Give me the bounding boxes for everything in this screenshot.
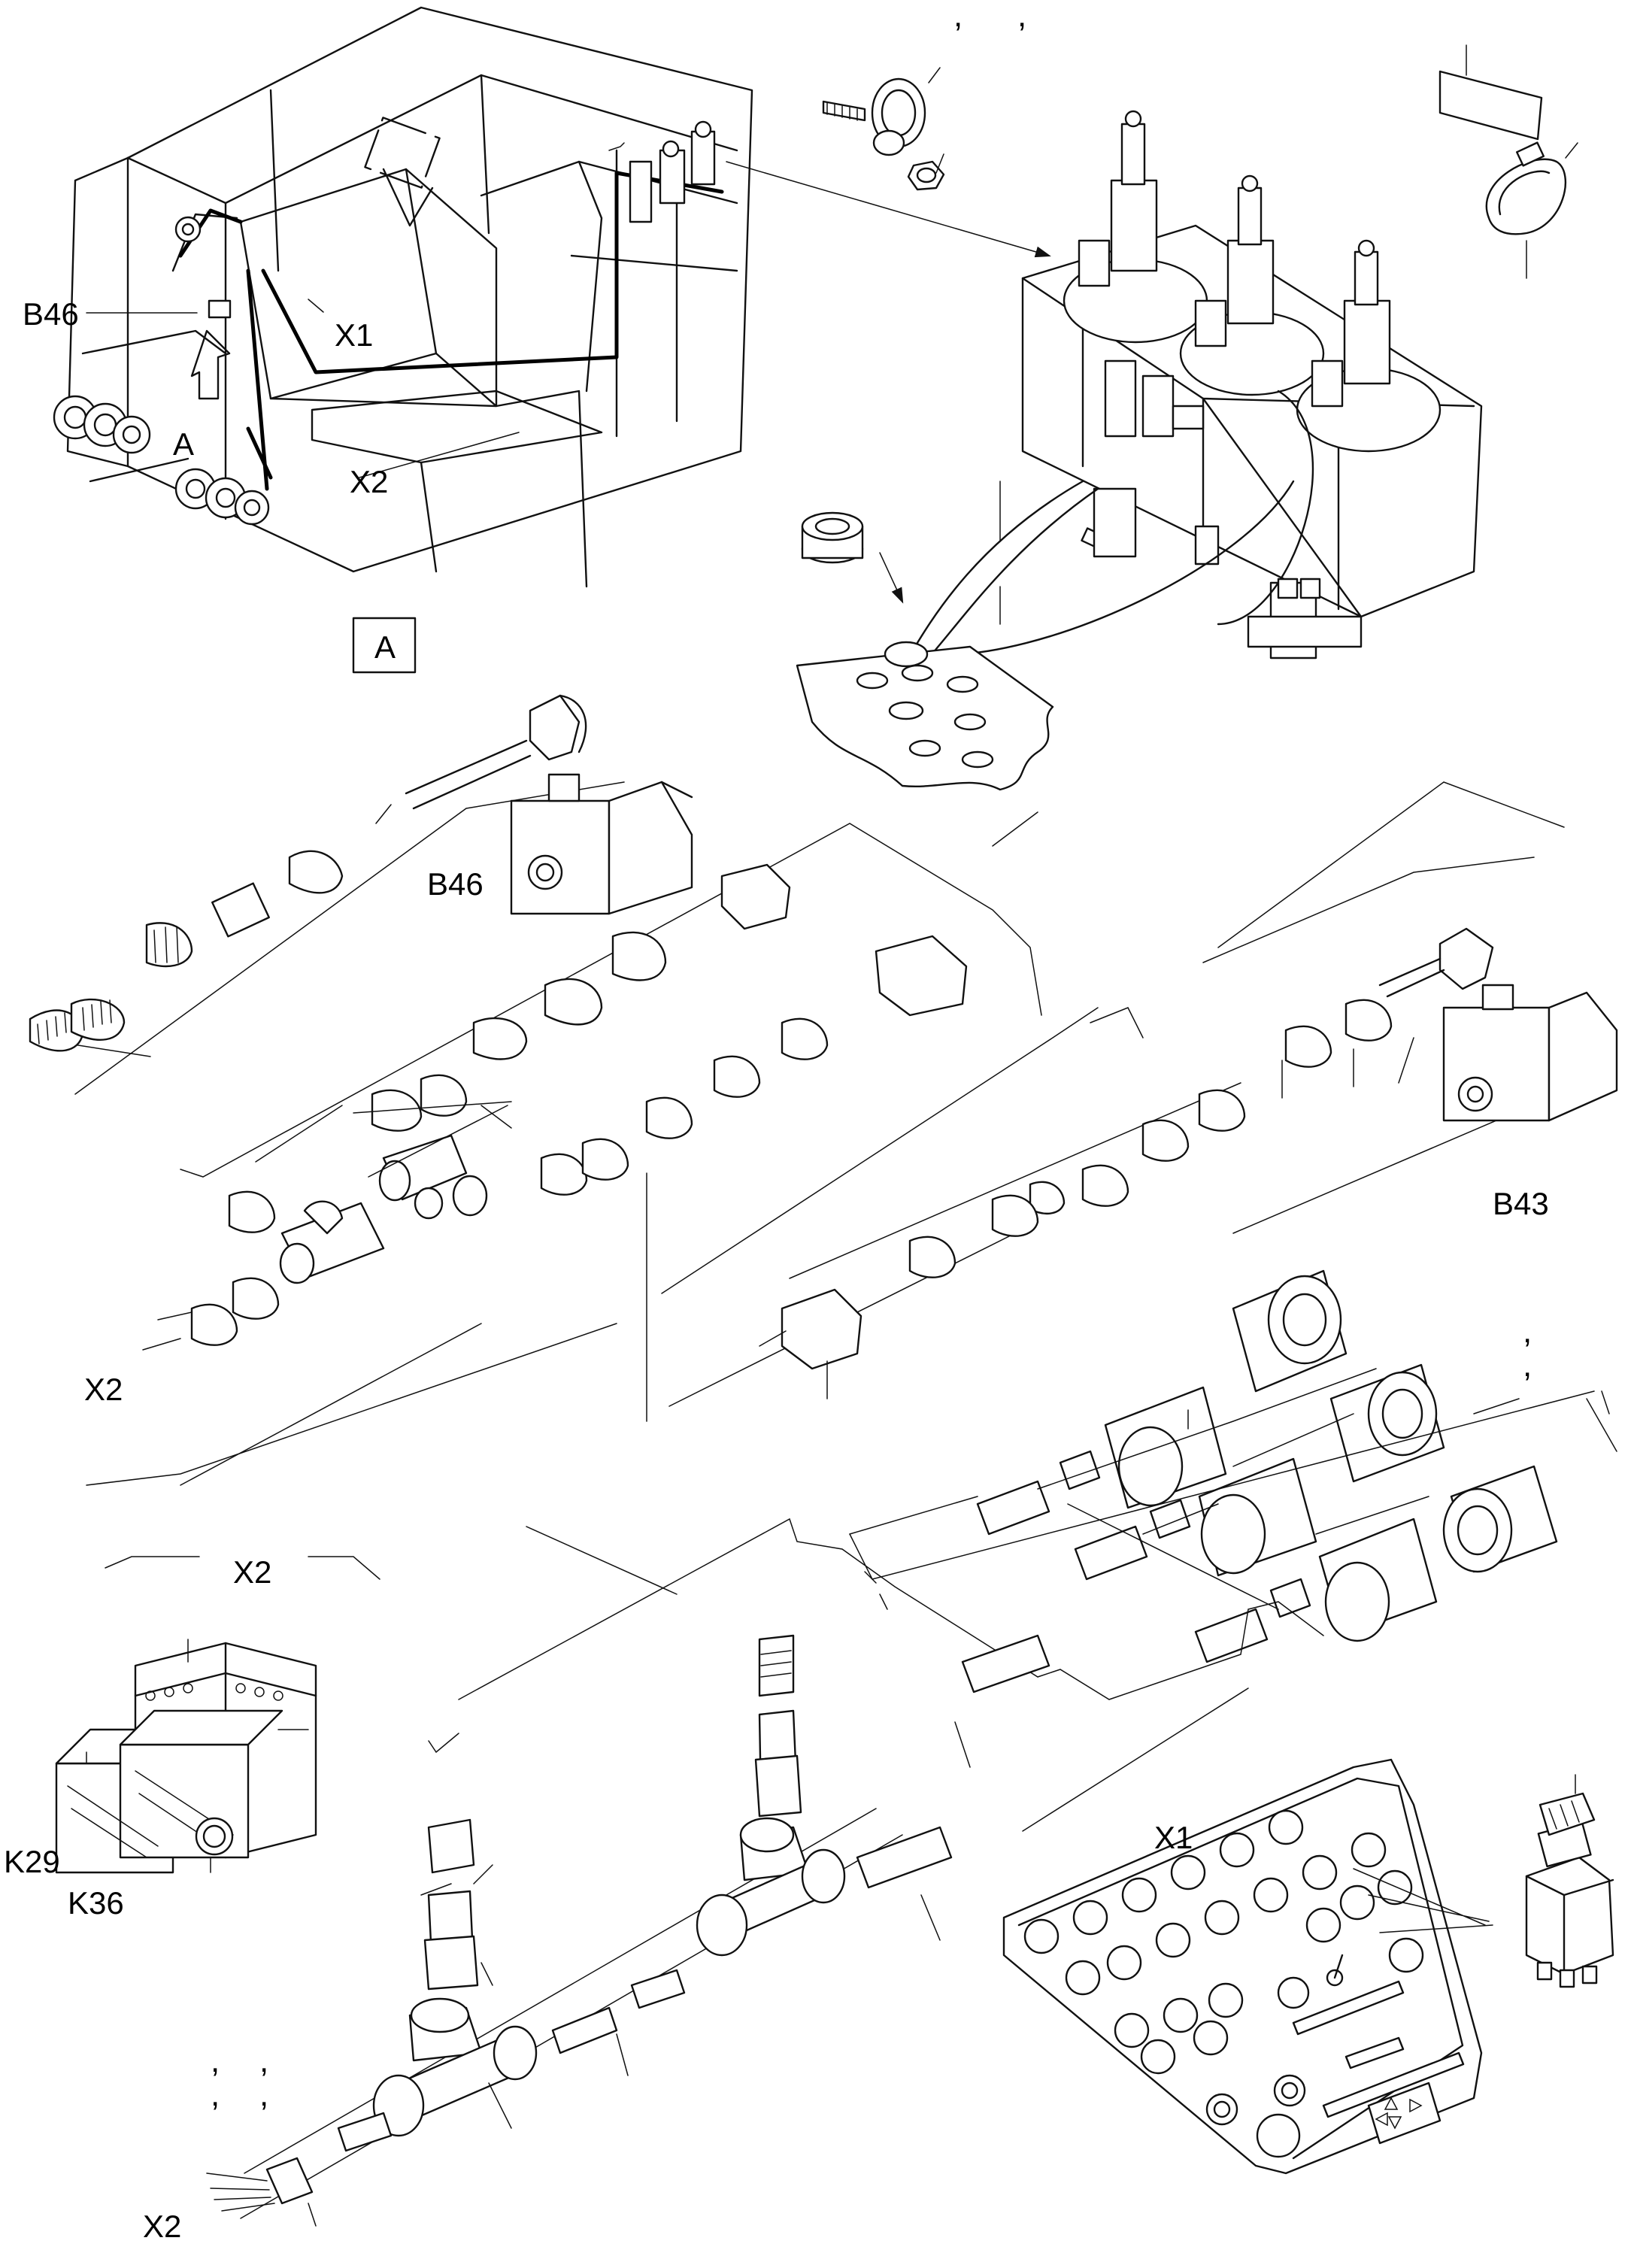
fitting-5 bbox=[1324, 1561, 1390, 1642]
machine-overview bbox=[53, 6, 1051, 588]
comma-mark-2: , bbox=[1017, 0, 1026, 34]
label-x2-bottom: X2 bbox=[143, 2209, 181, 2244]
elbow-connector bbox=[529, 694, 581, 761]
grommet-long-3 bbox=[1194, 1608, 1269, 1663]
x2-bottom-harness: , , , , bbox=[206, 1390, 1610, 2227]
sensor-b46-mid bbox=[510, 799, 611, 915]
fitting-2 bbox=[1117, 1426, 1184, 1507]
b43-harness bbox=[646, 781, 1618, 1422]
b46-harness bbox=[29, 694, 1099, 1486]
label-x2-header: X2 bbox=[233, 1554, 271, 1590]
label-b46-mid: B46 bbox=[427, 866, 484, 902]
fitting-3 bbox=[1200, 1493, 1266, 1575]
label-x1-top: X1 bbox=[335, 317, 373, 353]
grommet-and-floor-plate bbox=[796, 511, 1054, 791]
comma-mark-8: , bbox=[259, 2076, 268, 2113]
arrow-up bbox=[190, 329, 231, 400]
nut-connector bbox=[288, 850, 344, 894]
label-a-top: A bbox=[173, 426, 194, 462]
harness-path-2 bbox=[246, 268, 269, 491]
label-b43: B43 bbox=[1493, 1186, 1549, 1221]
cab-window-outline bbox=[364, 117, 441, 189]
bolt bbox=[822, 100, 866, 122]
label-k29: K29 bbox=[4, 1844, 60, 1879]
round-button-3 bbox=[1256, 2113, 1301, 2158]
grommet-long-1 bbox=[976, 1480, 1050, 1536]
comma-mark-6: , bbox=[259, 2042, 268, 2079]
label-view-a: A bbox=[374, 629, 396, 665]
vertical-spring-1 bbox=[758, 1634, 795, 1697]
label-b46-top: B46 bbox=[23, 296, 79, 332]
b43-elbow bbox=[1438, 927, 1494, 990]
harness-path-3 bbox=[261, 171, 724, 374]
label-k36: K36 bbox=[68, 1885, 124, 1921]
x1-switch-panel bbox=[1002, 1687, 1614, 2175]
straight-fitting bbox=[856, 1826, 953, 1889]
label-x1-panel: X1 bbox=[1154, 1820, 1193, 1855]
track-rollers-lower bbox=[174, 468, 270, 526]
seat-platform bbox=[311, 390, 603, 464]
connector-shell-2 bbox=[875, 935, 968, 1017]
b43-connector bbox=[781, 1288, 862, 1370]
relay-block bbox=[55, 1556, 380, 1874]
mounting-hardware: , , bbox=[822, 0, 1026, 191]
valve-foot-2 bbox=[1093, 487, 1137, 558]
direction-pad bbox=[1367, 2082, 1442, 2145]
seal-kit: , , bbox=[849, 1269, 1617, 1663]
label-x2-left: X2 bbox=[84, 1372, 123, 1407]
arrow-down bbox=[382, 168, 434, 227]
comma-mark-4: , bbox=[1523, 1347, 1532, 1384]
pilot-column-2 bbox=[1226, 239, 1275, 325]
pilot-valve-assembly bbox=[905, 110, 1483, 667]
pilot-column-3 bbox=[1343, 299, 1391, 385]
filter bbox=[1104, 359, 1137, 438]
label-x2-top: X2 bbox=[350, 464, 388, 499]
x2-plug bbox=[265, 2157, 314, 2205]
comma-mark-5: , bbox=[211, 2042, 220, 2079]
grommet-long-2 bbox=[1074, 1525, 1148, 1581]
comma-mark-3: , bbox=[1523, 1313, 1532, 1350]
cable-tie bbox=[1438, 44, 1578, 279]
track-rollers-upper bbox=[53, 395, 151, 454]
pilot-column-1 bbox=[1110, 179, 1158, 272]
view-a-box bbox=[352, 617, 417, 674]
b46-sensor-small bbox=[208, 299, 232, 319]
connector-shell-1 bbox=[720, 863, 791, 930]
comma-mark-7: , bbox=[211, 2076, 220, 2113]
vertical-spring-2 bbox=[427, 1818, 475, 1874]
rocker-switches bbox=[1023, 1809, 1424, 2075]
detached-switch-body bbox=[1525, 1856, 1614, 1975]
comma-mark-1: , bbox=[953, 0, 963, 34]
sensor-b43 bbox=[1442, 1006, 1551, 1122]
